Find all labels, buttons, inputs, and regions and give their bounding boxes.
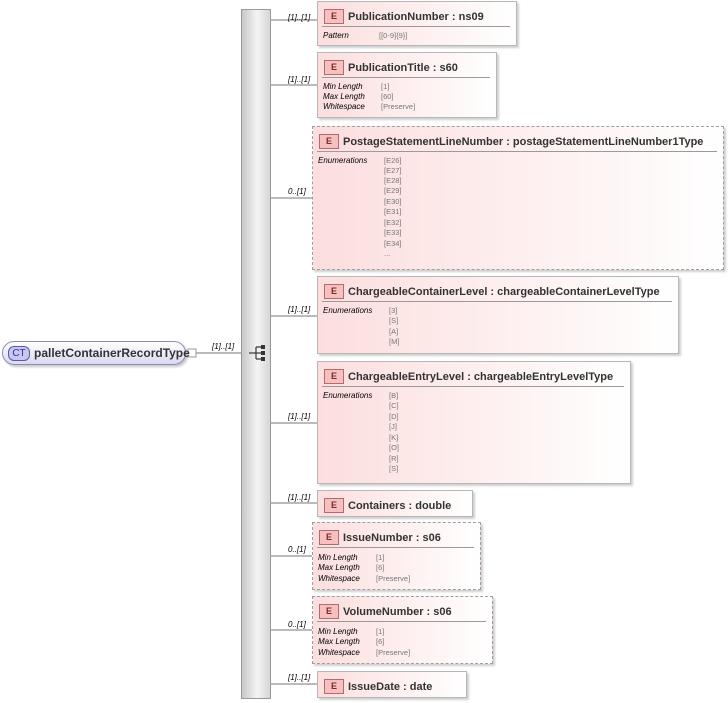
facet-label: Enumerations (318, 156, 368, 165)
multiplicity-label: [1]..[1] (288, 75, 311, 84)
facet-value: [J] (389, 422, 397, 431)
facet-value: [S] (389, 464, 399, 473)
multiplicity-label: 0..[1] (288, 620, 306, 629)
element-containers[interactable]: E Containers : double (317, 490, 473, 517)
element-name: PublicationTitle : s60 (348, 61, 458, 74)
facet-value: [E31] (384, 207, 402, 216)
multiplicity-label: [1]..[1] (288, 493, 311, 502)
facet-value: [[0-9]{9}] (379, 31, 408, 40)
facet-value: [1] (376, 627, 385, 636)
facet-value: [C] (389, 401, 399, 410)
element-name: PublicationNumber : ns09 (348, 10, 484, 23)
facet-value: [1] (376, 553, 385, 562)
facet-label: Min Length (318, 553, 358, 562)
facet-value: [Preserve] (376, 648, 411, 657)
facet-value: [D] (389, 412, 399, 421)
complex-type-node[interactable]: CT palletContainerRecordType (2, 341, 190, 365)
element-publication-title[interactable]: E PublicationTitle : s60 Min Length [1] M… (317, 52, 497, 118)
element-name: IssueNumber : s06 (343, 531, 441, 544)
element-badge: E (319, 134, 339, 150)
element-badge: E (324, 498, 344, 514)
element-issue-number[interactable]: E IssueNumber : s06 Min Length [1] Max Le… (312, 522, 481, 590)
complex-type-multiplicity: [1]..[1] (212, 342, 235, 351)
element-badge: E (324, 9, 344, 25)
element-name: ChargeableEntryLevel : chargeableEntryLe… (348, 370, 614, 383)
multiplicity-label: 0..[1] (288, 545, 306, 554)
facet-value: [A] (389, 327, 399, 336)
facet-label: Whitespace (318, 574, 360, 583)
facet-label: Min Length (318, 627, 358, 636)
facet-label: Whitespace (323, 102, 365, 111)
complex-type-badge: CT (8, 346, 30, 361)
facet-value: [B] (389, 391, 399, 400)
facet-value: [60] (381, 92, 394, 101)
facet-label: Min Length (323, 82, 363, 91)
facet-value: [M] (389, 337, 400, 346)
facet-value: [Preserve] (381, 102, 416, 111)
facet-value: [E28] (384, 176, 402, 185)
element-name: VolumeNumber : s06 (343, 605, 452, 618)
element-badge: E (319, 530, 339, 546)
element-publication-number[interactable]: E PublicationNumber : ns09 Pattern [[0-9]… (317, 1, 517, 46)
element-badge: E (324, 284, 344, 300)
multiplicity-label: 0..[1] (288, 187, 306, 196)
element-name: IssueDate : date (348, 680, 433, 693)
element-name: Containers : double (348, 499, 452, 512)
facet-label: Max Length (318, 637, 360, 646)
facet-value: [E34] (384, 239, 402, 248)
element-volume-number[interactable]: E VolumeNumber : s06 Min Length [1] Max L… (312, 596, 493, 664)
multiplicity-label: [1]..[1] (288, 412, 311, 421)
multiplicity-label: [1]..[1] (288, 13, 311, 22)
element-badge: E (324, 60, 344, 76)
element-chargeable-container-level[interactable]: E ChargeableContainerLevel : chargeableCo… (317, 276, 679, 354)
facet-label: Max Length (318, 563, 360, 572)
facet-label: Whitespace (318, 648, 360, 657)
facet-value: [K] (389, 433, 399, 442)
facet-value: [E27] (384, 166, 402, 175)
facet-value: [E26] (384, 156, 402, 165)
facet-label: Max Length (323, 92, 365, 101)
element-postage-statement-line-number[interactable]: E PostageStatementLineNumber : postageSta… (312, 126, 724, 270)
element-badge: E (319, 604, 339, 620)
facet-value: [3] (389, 306, 398, 315)
facet-value: [S] (389, 316, 399, 325)
complex-type-name: palletContainerRecordType (34, 346, 190, 360)
element-issue-date[interactable]: E IssueDate : date (317, 671, 467, 698)
element-badge: E (324, 369, 344, 385)
multiplicity-label: [1]..[1] (288, 305, 311, 314)
facet-value: [E29] (384, 186, 402, 195)
facet-value: [R] (389, 454, 399, 463)
facet-label: Pattern (323, 31, 349, 40)
facet-value: ... (384, 249, 391, 258)
facet-value: [Preserve] (376, 574, 411, 583)
element-badge: E (324, 679, 344, 695)
element-name: PostageStatementLineNumber : postageStat… (343, 135, 704, 148)
facet-value: [6] (376, 637, 385, 646)
facet-value: [O] (389, 443, 400, 452)
facet-value: [6] (376, 563, 385, 572)
multiplicity-label: [1]..[1] (288, 673, 311, 682)
facet-label: Enumerations (323, 391, 373, 400)
facet-label: Enumerations (323, 306, 373, 315)
facet-value: [1] (381, 82, 390, 91)
sequence-icon (249, 345, 265, 361)
facet-value: [E32] (384, 218, 402, 227)
element-chargeable-entry-level[interactable]: E ChargeableEntryLevel : chargeableEntryL… (317, 361, 631, 484)
element-name: ChargeableContainerLevel : chargeableCon… (348, 285, 660, 298)
facet-value: [E30] (384, 197, 402, 206)
facet-value: [E33] (384, 228, 402, 237)
